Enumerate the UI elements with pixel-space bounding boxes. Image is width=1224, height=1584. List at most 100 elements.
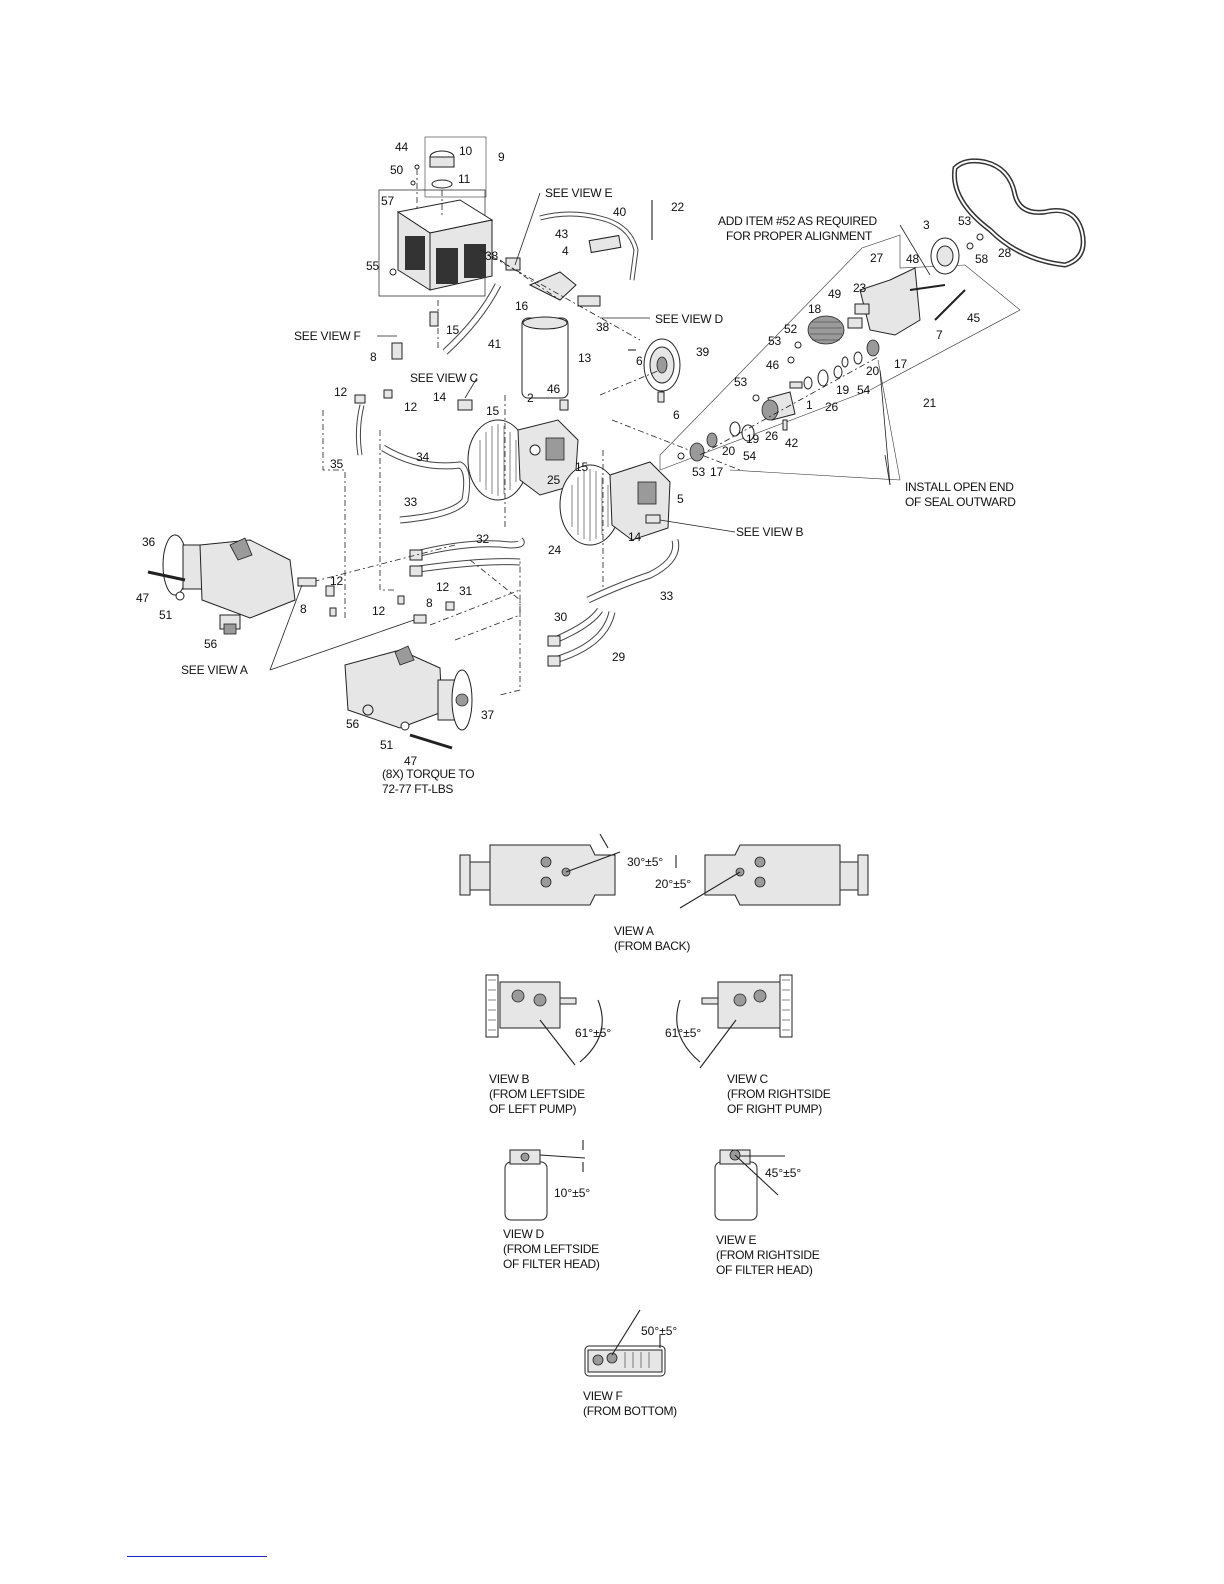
callout-6: 6 <box>636 354 643 368</box>
pump-left <box>467 395 579 530</box>
callout-42: 42 <box>785 436 798 450</box>
callout-38b: 38 <box>596 320 609 334</box>
callout-33: 33 <box>404 495 417 509</box>
callout-26b: 26 <box>765 429 778 443</box>
view-d-drawing <box>504 1140 586 1221</box>
view-b-caption: VIEW B (FROM LEFTSIDE OF LEFT PUMP) <box>489 1072 585 1116</box>
callout-58: 58 <box>975 252 988 266</box>
view-d-caption: VIEW D (FROM LEFTSIDE OF FILTER HEAD) <box>503 1227 600 1271</box>
callout-47: 47 <box>136 591 149 605</box>
callout-20: 20 <box>866 364 879 378</box>
callout-53d: 53 <box>692 465 705 479</box>
callout-38: 38 <box>485 249 498 263</box>
callout-19: 19 <box>836 383 849 397</box>
callout-27: 27 <box>870 251 883 265</box>
callout-12b: 12 <box>404 400 417 414</box>
callout-8: 8 <box>370 350 377 364</box>
callout-34: 34 <box>416 450 429 464</box>
callout-7: 7 <box>936 328 943 342</box>
callout-8c: 8 <box>426 596 433 610</box>
callout-15: 15 <box>446 323 459 337</box>
callout-6b: 6 <box>673 408 680 422</box>
callout-17b: 17 <box>710 465 723 479</box>
see-view-b-note: SEE VIEW B <box>736 525 804 539</box>
callout-29: 29 <box>612 650 625 664</box>
callout-19b: 19 <box>746 432 759 446</box>
see-view-f-note: SEE VIEW F <box>294 329 361 343</box>
view-b-angle: 61°±5° <box>575 1026 612 1040</box>
callout-17: 17 <box>894 357 907 371</box>
callout-53b: 53 <box>768 334 781 348</box>
view-e-angle: 45°±5° <box>765 1166 802 1180</box>
callout-12: 12 <box>334 385 347 399</box>
footer-rule <box>127 1556 267 1557</box>
callout-52: 52 <box>784 322 797 336</box>
callout-30: 30 <box>554 610 567 624</box>
callout-40: 40 <box>613 205 626 219</box>
callout-57: 57 <box>381 194 394 208</box>
callout-37: 37 <box>481 708 494 722</box>
callout-53: 53 <box>958 214 971 228</box>
see-view-a-note: SEE VIEW A <box>181 663 248 677</box>
callout-14: 14 <box>433 390 446 404</box>
callout-21: 21 <box>923 396 936 410</box>
callout-3: 3 <box>923 218 930 232</box>
callout-54: 54 <box>857 383 870 397</box>
view-a-angle-left: 30°±5° <box>627 855 664 869</box>
callout-43: 43 <box>555 227 568 241</box>
motor-hoses <box>299 537 680 696</box>
callout-22: 22 <box>671 200 684 214</box>
callout-56b: 56 <box>346 717 359 731</box>
view-c-drawing <box>676 974 793 1069</box>
pump-right <box>559 419 741 590</box>
view-a-caption: VIEW A (FROM BACK) <box>614 924 691 953</box>
view-a-drawing <box>459 833 869 909</box>
idler-assembly <box>659 233 1021 481</box>
callout-8b: 8 <box>300 602 307 616</box>
callout-25: 25 <box>547 473 560 487</box>
callout-35: 35 <box>330 457 343 471</box>
callout-13: 13 <box>578 351 591 365</box>
callout-48: 48 <box>906 252 919 266</box>
callout-46b: 46 <box>766 358 779 372</box>
callout-12c: 12 <box>330 574 343 588</box>
callout-28: 28 <box>998 246 1011 260</box>
view-c-caption: VIEW C (FROM RIGHTSIDE OF RIGHT PUMP) <box>727 1072 831 1116</box>
callout-51b: 51 <box>380 738 393 752</box>
callout-10: 10 <box>459 144 472 158</box>
callout-51: 51 <box>159 608 172 622</box>
callout-12d: 12 <box>436 580 449 594</box>
callout-56: 56 <box>204 637 217 651</box>
callout-49: 49 <box>828 287 841 301</box>
callout-9: 9 <box>498 150 505 164</box>
view-e-drawing <box>714 1149 785 1221</box>
callout-15b: 15 <box>486 404 499 418</box>
torque-note: (8X) TORQUE TO 72-77 FT-LBS <box>382 767 475 796</box>
see-view-c-note: SEE VIEW C <box>410 371 479 385</box>
callout-31: 31 <box>459 584 472 598</box>
callout-46: 46 <box>547 382 560 396</box>
callout-18: 18 <box>808 302 821 316</box>
callout-44: 44 <box>395 140 408 154</box>
see-view-d-note: SEE VIEW D <box>655 312 724 326</box>
callout-12e: 12 <box>372 604 385 618</box>
callout-53c: 53 <box>734 375 747 389</box>
wheel-motor-left <box>147 534 405 635</box>
callout-54b: 54 <box>743 449 756 463</box>
fittings-left <box>322 342 473 620</box>
drive-belt <box>951 158 1086 268</box>
view-a-angle-right: 20°±5° <box>655 877 692 891</box>
callout-36: 36 <box>142 535 155 549</box>
callout-16: 16 <box>515 299 528 313</box>
seal-install-note: INSTALL OPEN END OF SEAL OUTWARD <box>905 480 1016 509</box>
hydraulic-tank <box>378 136 494 297</box>
callout-20b: 20 <box>722 444 735 458</box>
leader-lines <box>269 192 931 671</box>
wheel-motor-right <box>344 560 521 750</box>
callout-50: 50 <box>390 163 403 177</box>
see-view-e-note: SEE VIEW E <box>545 186 613 200</box>
callout-39: 39 <box>696 345 709 359</box>
callout-45: 45 <box>967 311 980 325</box>
callout-2: 2 <box>527 391 534 405</box>
